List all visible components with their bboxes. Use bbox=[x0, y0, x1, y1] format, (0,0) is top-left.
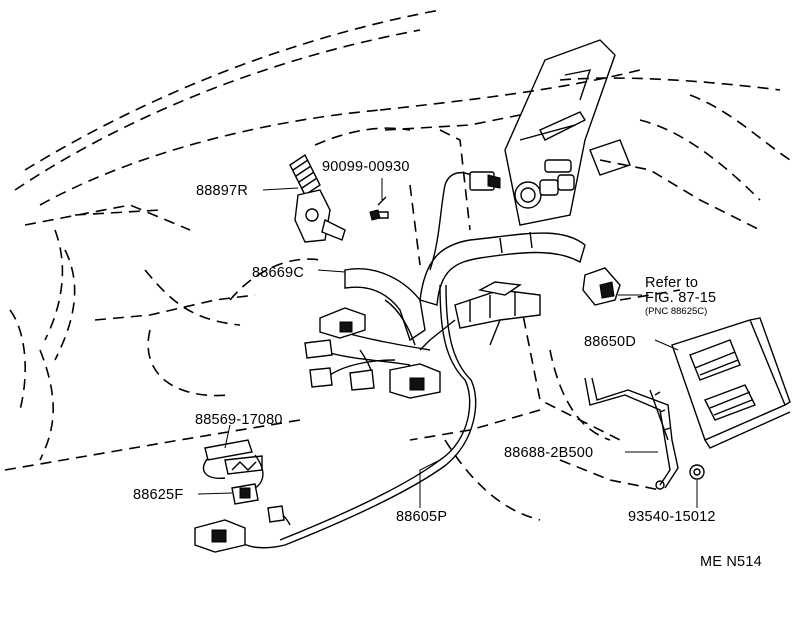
lower-connectors bbox=[194, 505, 285, 553]
part-90099-bolt bbox=[369, 196, 389, 221]
part-88897R bbox=[289, 153, 346, 243]
label-88605P: 88605P bbox=[396, 509, 447, 525]
label-88650D: 88650D bbox=[584, 334, 636, 350]
figure-code: ME N514 bbox=[700, 554, 762, 570]
part-88688-bracket bbox=[584, 377, 679, 490]
dashboard-outline bbox=[4, 9, 791, 521]
harness-connectors bbox=[304, 307, 441, 399]
label-refer-fig: FIG. 87-15 bbox=[645, 290, 716, 306]
label-93540-15012: 93540-15012 bbox=[628, 509, 716, 525]
label-refer-to: Refer to bbox=[645, 275, 698, 291]
label-88669C: 88669C bbox=[252, 265, 304, 281]
label-88897R: 88897R bbox=[196, 183, 248, 199]
leader-lines bbox=[197, 178, 698, 508]
top-connector bbox=[429, 171, 501, 271]
part-93540-nut bbox=[689, 464, 705, 480]
relay-connectors bbox=[419, 281, 541, 351]
part-88569-88625F bbox=[202, 439, 264, 505]
label-88625F: 88625F bbox=[133, 487, 183, 503]
label-88688-2B500: 88688-2B500 bbox=[504, 445, 593, 461]
part-88650D-module bbox=[671, 317, 791, 449]
center-console bbox=[504, 39, 631, 226]
label-refer-pnc: (PNC 88625C) bbox=[645, 306, 707, 317]
referenced-switch bbox=[582, 267, 621, 306]
label-90099-00930: 90099-00930 bbox=[322, 159, 410, 175]
label-88569-17080: 88569-17080 bbox=[195, 412, 283, 428]
